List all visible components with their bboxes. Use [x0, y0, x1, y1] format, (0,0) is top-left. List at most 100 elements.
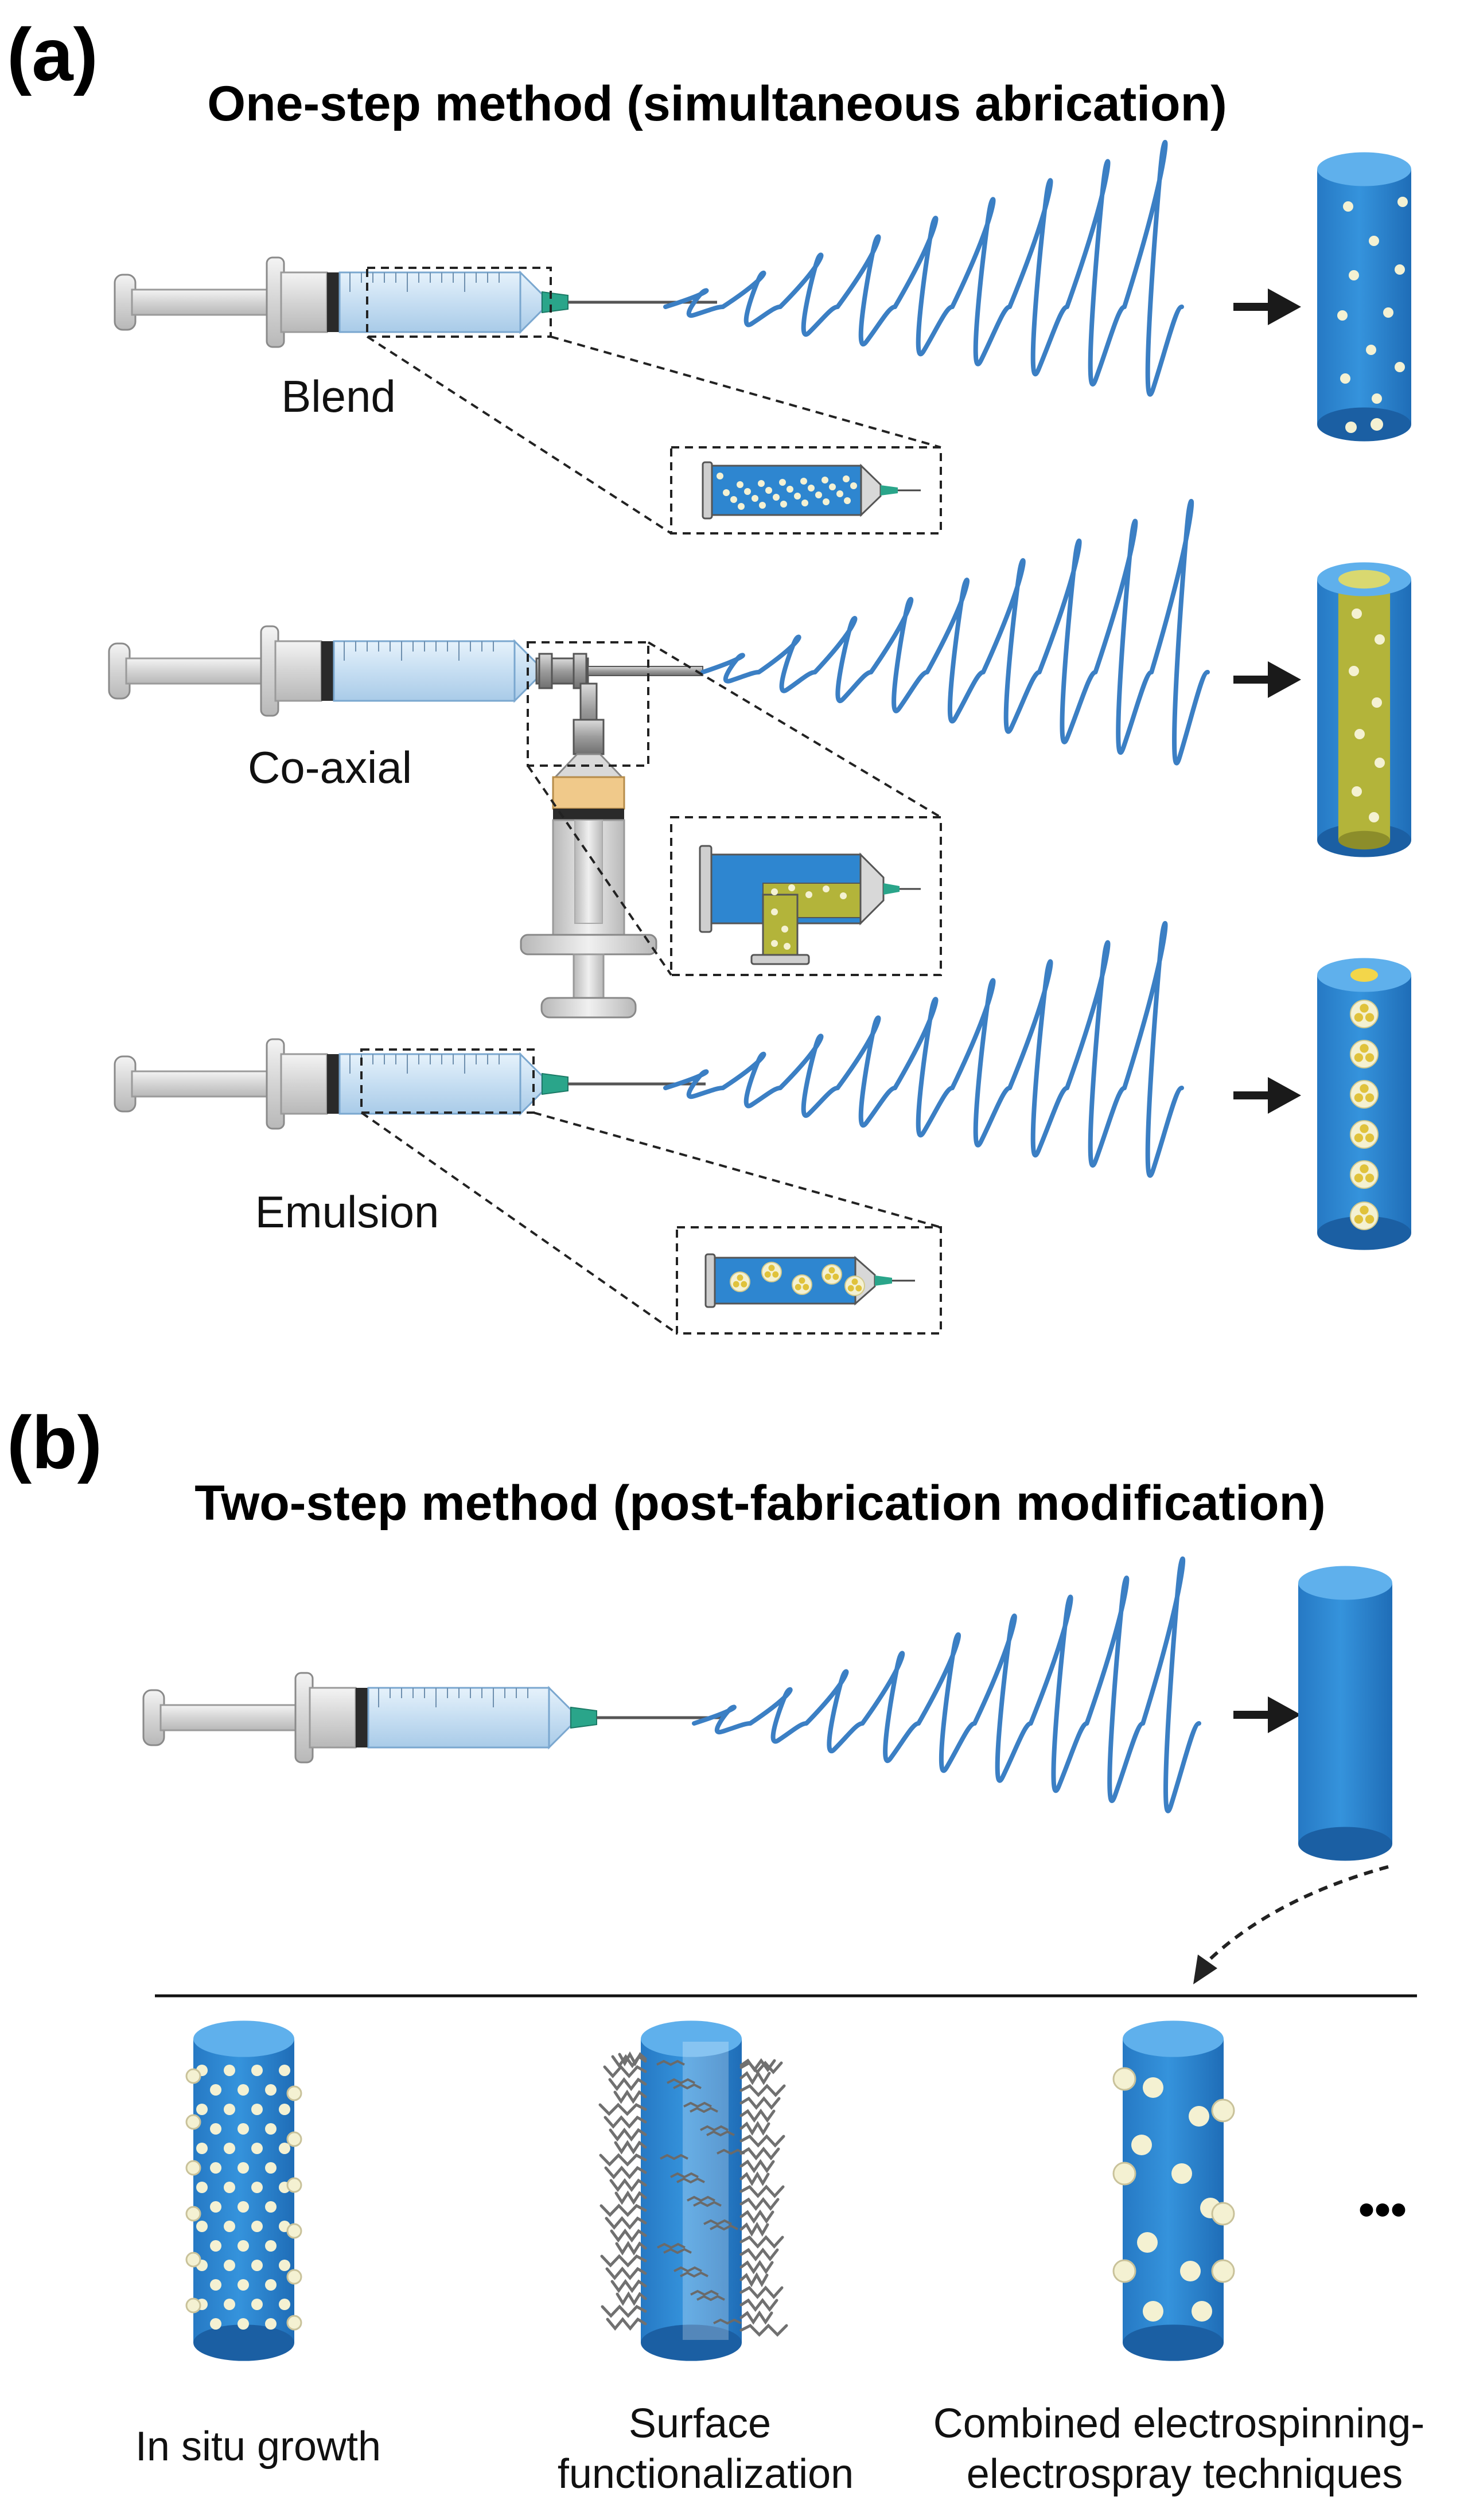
particle	[788, 884, 795, 891]
panel-a-title: One-step method (simultaneous abrication…	[207, 76, 1227, 131]
method-label-emulsion: Emulsion	[255, 1187, 439, 1237]
particle	[279, 2299, 290, 2310]
emulsion-core	[832, 1273, 839, 1280]
particle	[823, 498, 830, 505]
dashed-arrow-head	[1193, 1955, 1217, 1984]
particle	[844, 497, 851, 504]
emulsion-core	[1360, 1084, 1369, 1093]
polymer-chain	[739, 2235, 784, 2249]
particle	[752, 495, 758, 502]
polymer-chain	[614, 2190, 647, 2205]
syringe-icon	[114, 256, 717, 348]
inset-flange	[699, 845, 713, 933]
fiber-bottom	[1317, 407, 1411, 442]
polymer-chain	[739, 2159, 775, 2174]
particle	[224, 2182, 235, 2193]
result-label-line: In situ growth	[135, 2424, 381, 2470]
particle	[780, 501, 787, 508]
fiber-core-top	[1338, 569, 1391, 589]
polymer-chain	[683, 2101, 712, 2108]
polymer-chain	[693, 2201, 722, 2207]
fiber-top	[1123, 2020, 1224, 2057]
particle	[771, 940, 778, 947]
inset-emulsion-syringe	[704, 1253, 915, 1308]
particle	[265, 2201, 277, 2213]
polymer-chain	[608, 2077, 647, 2092]
ellipsis-more: •••	[1358, 2184, 1407, 2235]
emulsion-core	[1354, 1053, 1364, 1062]
polymer-chain	[739, 2221, 769, 2237]
polymer-chain	[739, 2197, 780, 2211]
polymer-chain	[717, 2148, 745, 2155]
particle	[723, 489, 730, 496]
fiber-body	[641, 2039, 742, 2343]
needle-icon	[570, 1706, 597, 1729]
polymer-chain	[610, 2228, 647, 2243]
particle	[730, 496, 737, 503]
fiber-jet-spiral	[692, 1557, 1201, 1813]
particle	[251, 2260, 263, 2271]
inset-core-stem	[762, 894, 799, 959]
emulsion-core	[1365, 1013, 1375, 1022]
particle	[1372, 697, 1382, 708]
fiber-icon	[1317, 152, 1411, 442]
plunger-seal	[356, 1688, 368, 1747]
emulsion-core	[1354, 1173, 1364, 1183]
coaxial-fitting	[535, 653, 703, 755]
emulsion-core	[803, 1284, 809, 1290]
syringe-tip	[548, 1686, 572, 1750]
polymer-chain	[703, 2219, 732, 2226]
particle	[224, 2104, 235, 2115]
inset-blend-syringe	[702, 461, 921, 520]
spiral-path	[663, 140, 1184, 397]
inset-box-blend	[670, 446, 942, 535]
polymer-chain	[739, 2209, 774, 2224]
zoom-line	[647, 641, 942, 818]
particle	[185, 2068, 201, 2084]
polymer-chain	[739, 2108, 776, 2123]
particle	[1349, 666, 1359, 676]
polymer-chain	[600, 2254, 647, 2268]
emulsion-core	[799, 1277, 805, 1284]
inset-tip	[859, 852, 885, 926]
polymer-chain	[609, 2127, 647, 2142]
particle	[1395, 362, 1405, 372]
emulsion-core	[1360, 1044, 1369, 1053]
emulsion-core	[1354, 1093, 1364, 1102]
fiber-icon	[1317, 562, 1411, 857]
particle	[286, 2085, 302, 2101]
particle	[758, 480, 765, 487]
particle	[279, 2065, 290, 2076]
particle	[1369, 236, 1379, 246]
particle	[238, 2201, 249, 2213]
polymer-chain	[604, 2166, 647, 2179]
inset-needle-hub	[875, 1275, 892, 1286]
fiber-top	[1317, 152, 1411, 186]
particle	[185, 2114, 201, 2130]
particle	[771, 888, 778, 895]
arrow-head	[1268, 288, 1301, 325]
polymer-chain	[599, 2203, 647, 2217]
emulsion-core	[1354, 1013, 1364, 1022]
emulsion-core	[1360, 1124, 1369, 1133]
particle	[1345, 422, 1357, 433]
polymer-chain	[676, 2177, 705, 2184]
particle	[196, 2182, 208, 2193]
inset-tip	[860, 463, 882, 517]
fiber-top	[193, 2020, 294, 2057]
particle	[823, 885, 830, 892]
polymer-chain	[739, 2171, 770, 2186]
fiber-icon	[185, 2020, 302, 2361]
inset-box-coaxial	[670, 816, 942, 976]
particle	[251, 2299, 263, 2310]
zoom-line	[550, 336, 941, 448]
vert-syringe-liquid	[552, 776, 625, 810]
fiber-top	[641, 2020, 742, 2057]
particle	[238, 2240, 249, 2252]
particle	[836, 490, 843, 497]
emulsion-top-core	[1350, 968, 1378, 982]
emulsion-core	[824, 1273, 831, 1280]
emulsion-core	[741, 1281, 747, 1288]
emulsion-core	[733, 1281, 739, 1288]
particle	[1352, 608, 1362, 619]
